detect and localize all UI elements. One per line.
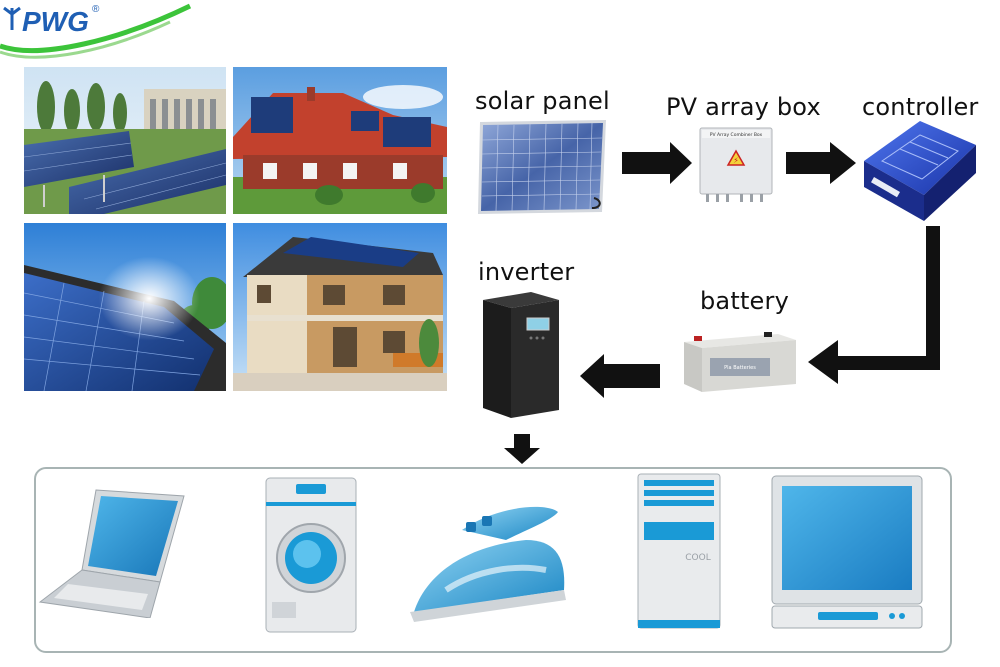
photo-two-storey-house (233, 223, 447, 391)
inverter-image (477, 290, 563, 420)
label-inverter: inverter (478, 258, 575, 286)
label-solar-panel: solar panel (475, 87, 610, 115)
pv-box-plate-text: PV Array Combiner Box (710, 132, 763, 138)
registered-mark: ® (92, 4, 100, 15)
label-battery: battery (700, 287, 789, 315)
label-pv-array-box: PV array box (666, 93, 821, 121)
svg-text:⚡: ⚡ (733, 156, 739, 165)
controller-image (860, 117, 980, 227)
laptop-icon (38, 488, 188, 619)
photo-ground-solar-array (24, 67, 226, 214)
battery-plate-text: Pla Batteries (724, 365, 756, 371)
washing-machine-icon (262, 476, 360, 636)
pv-array-box-image: PV Array Combiner Box ⚡ (696, 125, 776, 205)
tv-icon (768, 474, 928, 632)
air-conditioner-icon: COOL (636, 472, 722, 632)
logo-text: PWG (22, 6, 89, 37)
photo-roof-closeup (24, 223, 226, 391)
ac-mode-text: COOL (685, 553, 710, 563)
solar-panel-image (474, 118, 614, 218)
iron-icon (406, 500, 572, 622)
battery-image: Pla Batteries (680, 330, 800, 394)
photo-red-roof-house (233, 67, 447, 214)
label-controller: controller (862, 93, 979, 121)
pwg-logo: PWG ® (0, 0, 200, 62)
